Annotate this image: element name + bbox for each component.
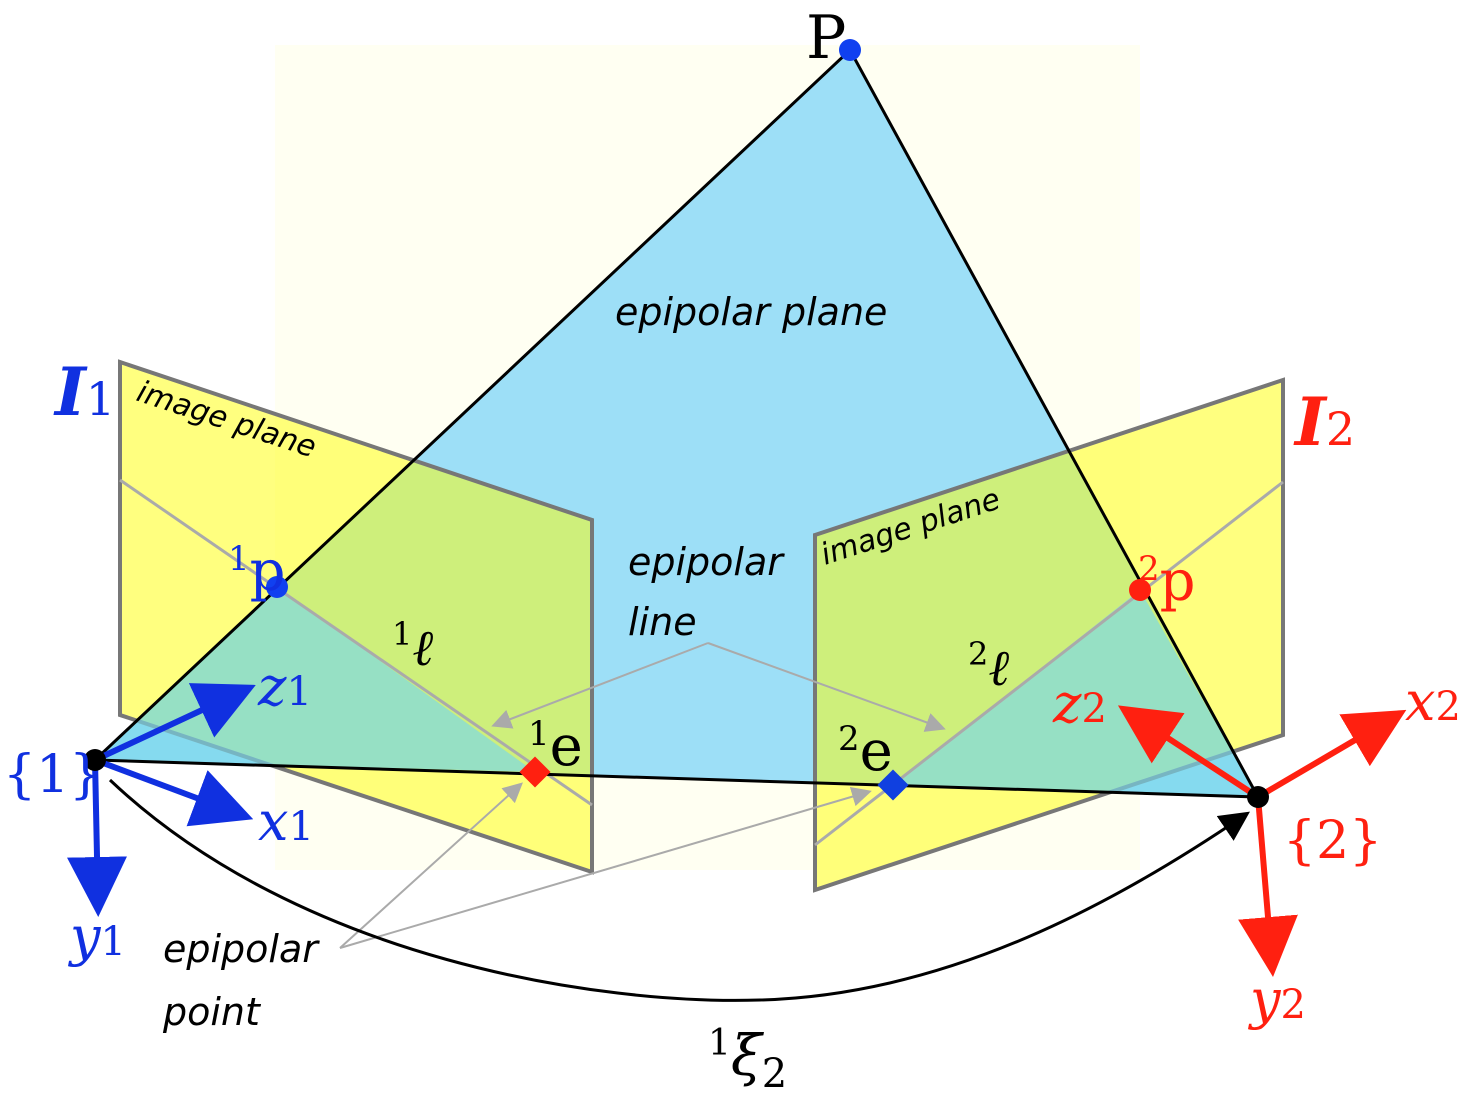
- label-epipolar-line-1: epipolar: [628, 540, 785, 584]
- label-2p: 2p: [1138, 549, 1196, 614]
- label-P: P: [806, 3, 846, 73]
- label-transform: 1ξ2: [708, 1023, 787, 1097]
- image-point-1: [266, 576, 288, 598]
- label-z2: z2: [1052, 672, 1107, 735]
- y1-axis: [67, 759, 128, 917]
- camera-center-2: [1247, 786, 1269, 808]
- label-epipolar-point-2: point: [162, 990, 262, 1034]
- epipolar-plane-edges: [93, 47, 1261, 799]
- label-epipolar-line-2: line: [628, 600, 697, 644]
- label-I2: I2: [1293, 383, 1355, 461]
- epipolar-point-pointer-2: [339, 786, 872, 949]
- y2-axis: [1238, 796, 1298, 977]
- label-1e: 1e: [528, 714, 583, 779]
- label-y1: y1: [68, 905, 126, 968]
- epipolar-point-pointer-1: [339, 782, 523, 949]
- label-frame-1: {1}: [3, 745, 102, 805]
- label-x2: x2: [1405, 670, 1461, 733]
- camera-center-1: [84, 749, 106, 771]
- label-2e: 2e: [838, 719, 893, 784]
- label-epipolar-plane: epipolar plane: [615, 290, 887, 334]
- label-2l: 2ℓ: [968, 635, 1009, 697]
- label-epipolar-point-1: epipolar: [163, 927, 320, 971]
- x2-axis: [1256, 709, 1407, 800]
- transform-arrow: [108, 778, 1250, 1002]
- label-1p: 1p: [228, 539, 286, 604]
- label-1l: 1ℓ: [392, 615, 433, 677]
- label-x1: x1: [258, 790, 314, 853]
- x1-axis: [93, 757, 254, 827]
- label-z1: z1: [257, 655, 312, 718]
- z1-axis: [93, 683, 256, 763]
- label-frame-2: {2}: [1283, 811, 1382, 871]
- epipolar-line-1: [119, 478, 593, 807]
- label-y2: y2: [1248, 968, 1306, 1031]
- epipolar-line-pointer-1: [491, 642, 709, 729]
- image-point-2: [1129, 579, 1151, 601]
- label-I1: I1: [53, 353, 115, 431]
- world-point: [839, 39, 861, 61]
- z2-axis: [1117, 705, 1260, 800]
- epipolar-line-pointer-2: [707, 642, 946, 732]
